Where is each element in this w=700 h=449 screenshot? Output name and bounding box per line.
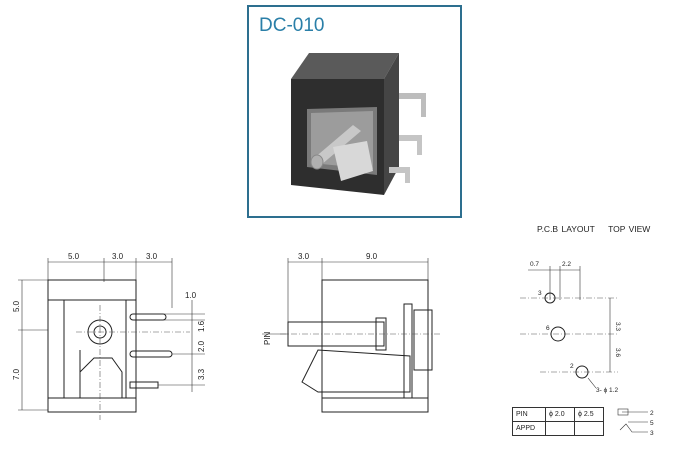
appd-cell-2 — [574, 421, 604, 436]
front-dim-top-3: 3.0 — [146, 252, 158, 261]
pcb-layout: 0.7 2.2 3 6 2 3.3 3.6 3- ϕ 1.2 — [520, 261, 621, 394]
pcb-dim-2: 2.2 — [562, 261, 571, 268]
side-view: 3.0 9.0 PIN — [262, 252, 440, 413]
pin-header: PIN — [512, 407, 546, 422]
pcb-pin-3: 3 — [538, 290, 542, 297]
front-view: 5.0 3.0 3.0 5.0 7.0 1.0 1.6 2.0 — [12, 252, 206, 420]
product-photo-frame: DC-010 — [247, 5, 462, 218]
front-dim-top-2: 3.0 — [112, 252, 124, 261]
front-dim-right-2: 1.6 — [197, 320, 206, 332]
schematic-label-2: 2 — [650, 410, 654, 417]
front-dim-right-1: 1.0 — [185, 291, 197, 300]
pin-label: PIN — [263, 331, 272, 345]
front-dim-right-3: 2.0 — [197, 340, 206, 352]
pcb-layout-label: P.C.B LAYOUT — [537, 224, 595, 234]
pin-table-header-row: PIN ϕ 2.0 ϕ 2.5 — [512, 407, 604, 422]
top-view-label: TOP VIEW — [608, 224, 651, 234]
front-dim-left-2: 7.0 — [12, 368, 21, 380]
pin-table: PIN ϕ 2.0 ϕ 2.5 APPD — [512, 407, 604, 436]
pcb-dim-1: 0.7 — [530, 261, 539, 268]
pcb-pin-2: 2 — [570, 363, 574, 370]
schematic-symbol: 2 5 3 — [617, 408, 654, 437]
side-dim-top-1: 3.0 — [298, 252, 310, 261]
schematic-label-5: 5 — [650, 420, 654, 427]
pcb-dim-3: 3.3 — [614, 322, 621, 331]
pcb-pin-6: 6 — [546, 325, 550, 332]
appd-label: APPD — [512, 421, 546, 436]
pcb-dim-4: 3.6 — [614, 348, 621, 357]
model-title: DC-010 — [259, 15, 325, 36]
pcb-hole-note: 3- ϕ 1.2 — [596, 387, 618, 394]
appd-cell-1 — [545, 421, 575, 436]
schematic-label-3: 3 — [650, 430, 654, 437]
pcb-layout-title: P.C.B LAYOUT TOP VIEW — [537, 224, 660, 234]
pin-size-2: ϕ 2.5 — [574, 407, 604, 422]
pin-size-1: ϕ 2.0 — [545, 407, 575, 422]
front-dim-right-4: 3.3 — [197, 368, 206, 380]
pin-table-row: APPD — [512, 421, 604, 436]
side-dim-top-2: 9.0 — [366, 252, 378, 261]
product-photo — [291, 53, 426, 195]
front-dim-left-1: 5.0 — [12, 300, 21, 312]
front-dim-top-1: 5.0 — [68, 252, 80, 261]
